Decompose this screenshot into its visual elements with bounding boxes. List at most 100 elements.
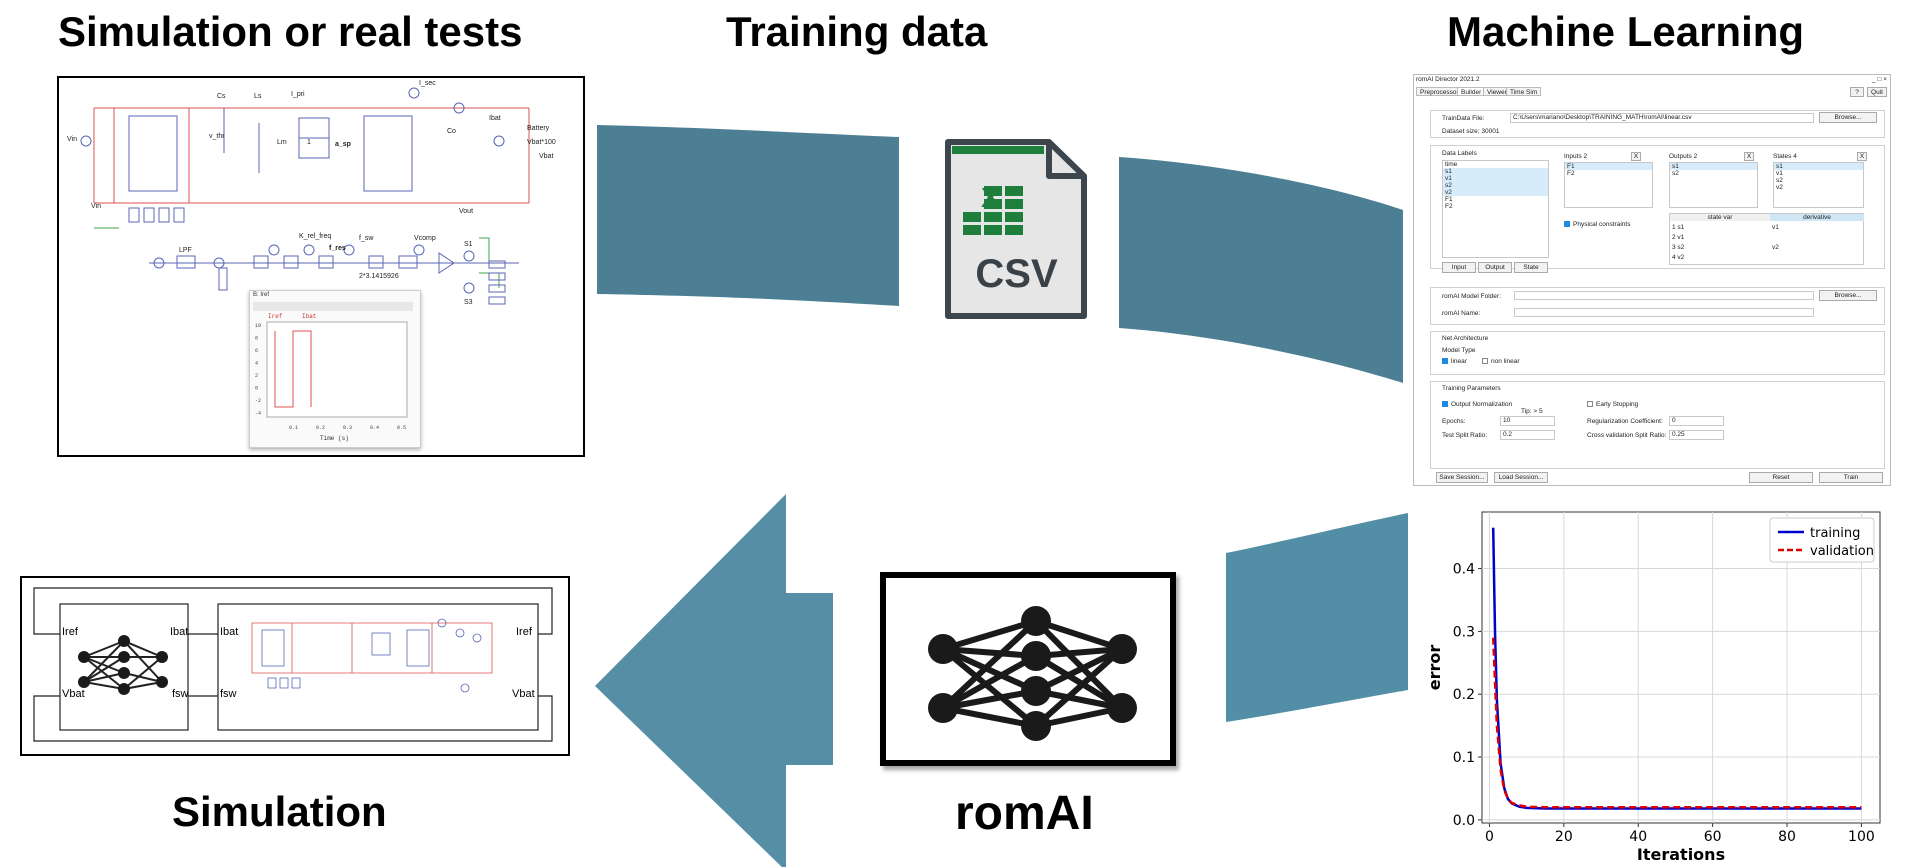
- label-v-thr: v_thr: [209, 133, 225, 140]
- model-type-label: Model Type: [1442, 347, 1476, 354]
- early-stopping-checkbox[interactable]: Early Stopping: [1587, 401, 1638, 408]
- excel-logo-letter: X: [981, 182, 1000, 213]
- remove-outputs-button[interactable]: X: [1744, 152, 1754, 161]
- label-f-res: f_res: [329, 245, 346, 252]
- data-labels-list[interactable]: time s1 v1 s2 v2 F1 F2: [1442, 160, 1549, 258]
- checkbox-icon[interactable]: [1587, 401, 1593, 408]
- label-ls: Ls: [254, 93, 262, 100]
- physical-constraints-label: Physical constraints: [1573, 221, 1631, 228]
- scope-xtick-label: 0.4: [370, 425, 379, 431]
- save-session-button[interactable]: Save Session...: [1436, 472, 1488, 483]
- remove-states-button[interactable]: X: [1857, 152, 1867, 161]
- heading-romai: romAI: [955, 787, 1094, 840]
- regularization-field[interactable]: 0: [1669, 416, 1724, 426]
- checkbox-icon[interactable]: [1482, 358, 1488, 365]
- table-row[interactable]: 4 v2: [1672, 254, 1685, 261]
- checkbox-icon[interactable]: [1442, 358, 1448, 365]
- romai-name-label: romAI Name:: [1442, 310, 1481, 317]
- table-row[interactable]: v1: [1772, 224, 1779, 231]
- table-row[interactable]: 2 v1: [1672, 234, 1685, 241]
- quit-button[interactable]: Quit: [1867, 87, 1887, 97]
- reset-button[interactable]: Reset: [1749, 472, 1813, 483]
- label-cs: Cs: [217, 93, 226, 100]
- physical-constraints-checkbox[interactable]: Physical constraints: [1564, 221, 1630, 228]
- list-item[interactable]: s1: [1670, 163, 1757, 170]
- y-tick-label: 0.0: [1453, 813, 1475, 829]
- help-button[interactable]: ?: [1850, 87, 1864, 97]
- net-architecture-title: Net Architecture: [1442, 335, 1489, 342]
- browse-train-data-button[interactable]: Browse...: [1819, 112, 1877, 123]
- checkbox-icon[interactable]: [1564, 221, 1570, 228]
- table-row[interactable]: 3 s2: [1672, 244, 1685, 251]
- cross-validation-field[interactable]: 0.25: [1669, 430, 1724, 440]
- non-linear-checkbox[interactable]: non linear: [1482, 358, 1520, 365]
- port-label-fsw-out: fsw: [172, 688, 189, 700]
- list-item[interactable]: s1: [1774, 163, 1863, 170]
- romai-name-field[interactable]: [1514, 308, 1814, 317]
- label-lm: Lm: [277, 139, 287, 146]
- dataset-size: Dataset size: 30001: [1442, 128, 1500, 135]
- load-session-button[interactable]: Load Session...: [1494, 472, 1548, 483]
- scope-ytick-label: 4: [255, 361, 258, 367]
- browse-model-folder-button[interactable]: Browse...: [1819, 290, 1877, 301]
- model-folder-section: [1430, 287, 1885, 325]
- tab-time-sim[interactable]: Time Sim: [1506, 87, 1542, 96]
- test-split-field[interactable]: 0.2: [1500, 430, 1555, 440]
- output-normalization-checkbox[interactable]: Output Normalization: [1442, 401, 1512, 408]
- state-derivative-table[interactable]: state var derivative 1 s1 v1 2 v1 3 s2 v…: [1669, 213, 1864, 265]
- input-button[interactable]: Input: [1442, 262, 1476, 273]
- label-ibat: Ibat: [489, 115, 501, 122]
- output-normalization-label: Output Normalization: [1451, 401, 1513, 408]
- list-item[interactable]: s1: [1443, 168, 1548, 175]
- train-button[interactable]: Train: [1819, 472, 1883, 483]
- regularization-label: Regularization Coefficient:: [1587, 418, 1663, 425]
- label-vbat: Vbat: [539, 153, 553, 160]
- checkbox-icon[interactable]: [1442, 401, 1448, 408]
- list-item[interactable]: time: [1445, 161, 1458, 168]
- legend-label-training: training: [1810, 526, 1860, 541]
- tab-preprocessor[interactable]: Preprocessor: [1416, 87, 1463, 96]
- linear-checkbox[interactable]: linear: [1442, 358, 1467, 365]
- list-item[interactable]: F2: [1445, 203, 1453, 210]
- cross-validation-label: Cross validation Split Ratio:: [1587, 432, 1667, 439]
- window-title: romAI Director 2021.2: [1416, 76, 1480, 83]
- list-item[interactable]: v1: [1443, 175, 1548, 182]
- state-button[interactable]: State: [1514, 262, 1548, 273]
- y-axis-label: error: [1425, 645, 1444, 691]
- list-item[interactable]: s2: [1443, 182, 1548, 189]
- states-list[interactable]: s1 v1 s2 v2: [1773, 162, 1864, 208]
- x-tick-label: 20: [1555, 829, 1573, 845]
- list-item[interactable]: F2: [1567, 170, 1575, 177]
- list-item[interactable]: F1: [1445, 196, 1453, 203]
- list-item[interactable]: s2: [1776, 177, 1783, 184]
- list-item[interactable]: v2: [1443, 189, 1548, 196]
- remove-inputs-button[interactable]: X: [1631, 152, 1641, 161]
- scope-ytick-label: 2: [255, 373, 258, 379]
- window-controls[interactable]: _ □ ×: [1872, 76, 1887, 83]
- label-vin: Vin: [67, 136, 77, 143]
- train-data-path-field[interactable]: C:\Users\mariano\Desktop\TRAINING_MATH\r…: [1510, 113, 1814, 123]
- model-folder-label: romAI Model Folder:: [1442, 293, 1501, 300]
- table-header-derivative: derivative: [1770, 214, 1864, 221]
- port-label-fsw-in: fsw: [220, 688, 237, 700]
- training-parameters-section: [1430, 381, 1885, 469]
- label-a-sp: a_sp: [335, 141, 351, 148]
- model-folder-field[interactable]: [1514, 291, 1814, 300]
- flow-band-tests-to-csv: [597, 125, 899, 306]
- list-item[interactable]: s2: [1672, 170, 1679, 177]
- list-item[interactable]: v1: [1776, 170, 1783, 177]
- inputs-list[interactable]: F1 F2: [1564, 162, 1653, 208]
- output-button[interactable]: Output: [1478, 262, 1512, 273]
- table-row[interactable]: v2: [1772, 244, 1779, 251]
- x-tick-label: 100: [1848, 829, 1875, 845]
- tab-builder[interactable]: Builder: [1457, 87, 1486, 96]
- label-vout: Vout: [459, 208, 473, 215]
- list-item[interactable]: F1: [1565, 163, 1652, 170]
- outputs-list[interactable]: s1 s2: [1669, 162, 1758, 208]
- epochs-field[interactable]: 10: [1500, 416, 1555, 426]
- flow-arrow-romai-to-simulation: [595, 494, 833, 867]
- table-row[interactable]: 1 s1: [1672, 224, 1685, 231]
- list-item[interactable]: v2: [1776, 184, 1783, 191]
